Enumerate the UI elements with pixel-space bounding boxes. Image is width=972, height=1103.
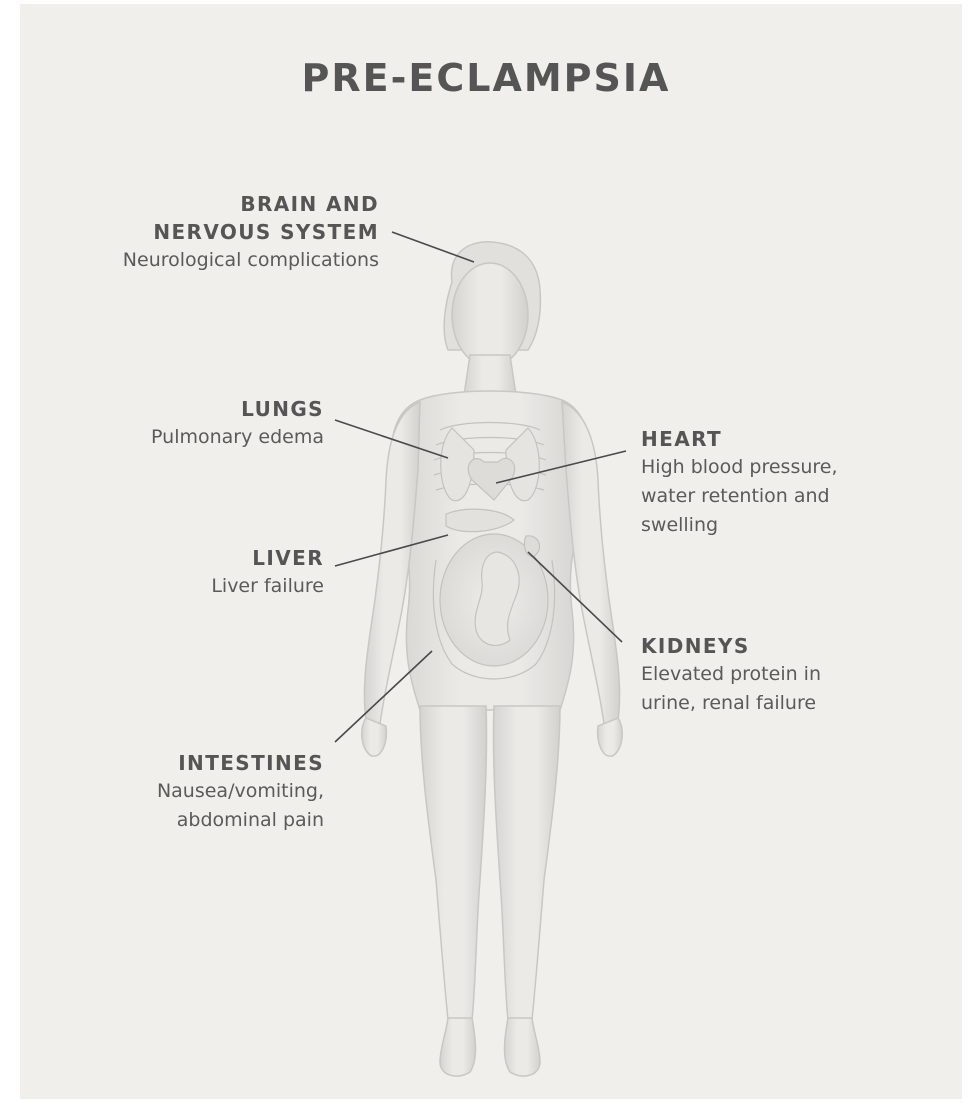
- callout-intestines: INTESTINES Nausea/vomiting, abdominal pa…: [24, 749, 324, 835]
- lungs-description: Pulmonary edema: [24, 423, 324, 452]
- callout-liver: LIVER Liver failure: [24, 544, 324, 601]
- right-hand: [598, 718, 623, 756]
- kidneys-title: KIDNEYS: [641, 632, 941, 660]
- callout-brain: BRAIN AND NERVOUS SYSTEM Neurological co…: [59, 190, 379, 275]
- left-leg: [420, 706, 487, 1020]
- lungs-title: LUNGS: [24, 395, 324, 423]
- left-foot: [440, 1018, 476, 1076]
- liver-title: LIVER: [24, 544, 324, 572]
- brain-title: BRAIN AND NERVOUS SYSTEM: [59, 190, 379, 246]
- callout-kidneys: KIDNEYS Elevated protein in urine, renal…: [641, 632, 941, 718]
- kidneys-description: Elevated protein in urine, renal failure: [641, 660, 941, 718]
- brain-leader-line: [392, 232, 474, 262]
- callout-heart: HEART High blood pressure, water retenti…: [641, 425, 941, 540]
- liver-description: Liver failure: [24, 572, 324, 601]
- left-hand: [362, 718, 387, 756]
- intestines-description: Nausea/vomiting, abdominal pain: [24, 777, 324, 835]
- head: [452, 263, 528, 367]
- heart-description: High blood pressure, water retention and…: [641, 453, 941, 540]
- heart-title: HEART: [641, 425, 941, 453]
- intestines-title: INTESTINES: [24, 749, 324, 777]
- neck: [464, 355, 516, 395]
- right-leg: [493, 706, 560, 1020]
- right-foot: [505, 1018, 541, 1076]
- kidneys: [524, 536, 539, 556]
- brain-description: Neurological complications: [59, 246, 379, 275]
- callout-lungs: LUNGS Pulmonary edema: [24, 395, 324, 452]
